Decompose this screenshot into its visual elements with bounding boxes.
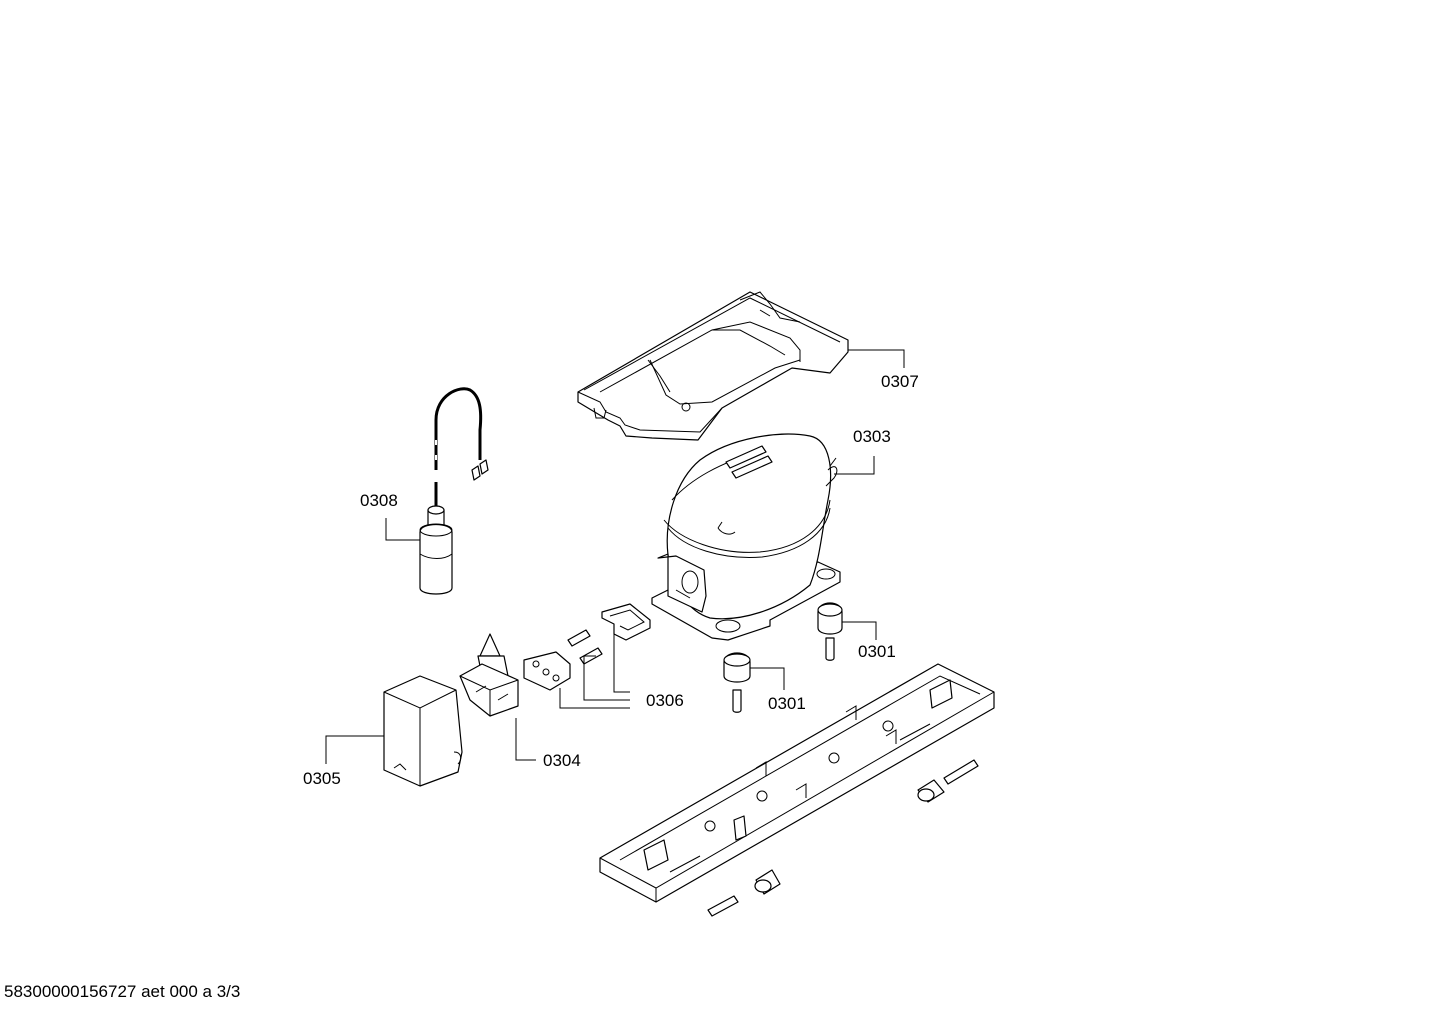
clip-part-0306 <box>523 603 651 691</box>
capacitor-part-0308 <box>419 387 489 595</box>
label-0307: 0307 <box>881 372 919 391</box>
label-0308: 0308 <box>360 491 398 510</box>
grommet-part-0301-center <box>723 652 751 713</box>
mounting-rail <box>599 663 995 903</box>
loose-bushings <box>707 759 979 917</box>
label-0305: 0305 <box>303 769 341 788</box>
label-0306: 0306 <box>646 691 684 710</box>
label-0304: 0304 <box>543 751 581 770</box>
document-footer-id: 58300000156727 aet 000 a 3/3 <box>4 982 241 1001</box>
label-0301-right: 0301 <box>858 642 896 661</box>
label-0301-center: 0301 <box>768 694 806 713</box>
leader-lines <box>325 349 905 764</box>
relay-part-0304 <box>459 633 519 717</box>
cover-part-0305 <box>383 675 463 787</box>
tray-part-0307 <box>577 291 849 441</box>
compressor-part-0303 <box>651 433 841 641</box>
grommet-part-0301-right <box>817 602 843 661</box>
label-0303: 0303 <box>853 427 891 446</box>
